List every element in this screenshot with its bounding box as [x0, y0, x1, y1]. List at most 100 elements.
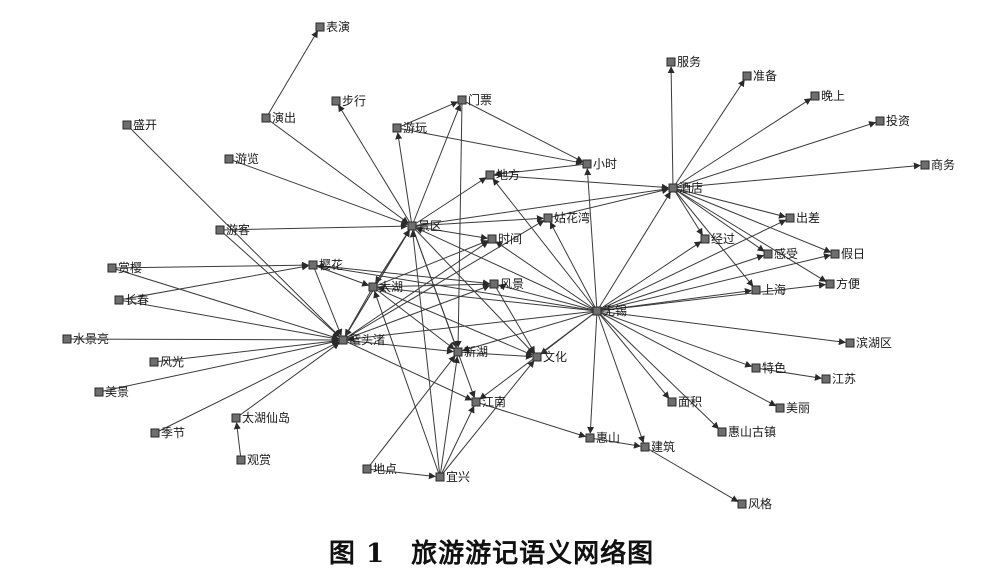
edge-jiudian-shangwu	[672, 162, 921, 189]
node-marker	[487, 234, 497, 244]
node-marker	[668, 183, 678, 193]
edge-taihu-fengjing	[372, 280, 490, 288]
node-chenggan: 感受	[763, 246, 798, 261]
edge-yuantouzhu-fengjing	[342, 284, 491, 341]
node-label: 赏樱	[118, 260, 142, 275]
node-label: 面积	[678, 395, 702, 409]
node-marker	[485, 170, 495, 180]
edge-wuxi-huishan	[587, 310, 598, 434]
edge-jiudian-fangbian	[672, 187, 827, 282]
node-label: 景区	[418, 219, 442, 233]
semantic-network-graph: 表演服务准备晚上投资商务步行门票演出盛开游玩小时游览地方酒店景区姑花湾出差游客时…	[62, 19, 955, 511]
node-guhuawan: 姑花湾	[543, 210, 590, 225]
edge-wuxi-jingqu	[415, 227, 598, 312]
edge-wuxi-jiudian	[596, 191, 671, 312]
node-label: 江苏	[832, 372, 856, 386]
edge-didian-xinhu	[366, 355, 456, 470]
edge-jingqu-wenhua	[411, 225, 535, 355]
figure-number: 图 1	[328, 539, 386, 569]
edge-jiudian-fuwu	[667, 66, 675, 189]
edge-jingqu-difang	[411, 177, 487, 227]
edge-wuxi-jiari	[596, 253, 831, 312]
node-label: 文化	[543, 349, 567, 364]
edge-guhuawan-jiudian	[547, 187, 669, 219]
edge-jingqu-guhuawan	[411, 215, 544, 227]
node-label: 长春	[125, 293, 149, 307]
node-huishanguzhen: 惠山古镇	[717, 424, 776, 439]
edge-youwan-xiaoshi	[396, 127, 583, 166]
node-marker	[543, 213, 553, 223]
node-marker	[667, 397, 677, 407]
node-label: 游客	[226, 222, 250, 237]
node-taihuxiandao: 太湖仙岛	[231, 410, 290, 425]
node-jijie: 季节	[150, 426, 185, 440]
node-marker	[585, 433, 595, 443]
edge-wuxi-fengjing	[497, 283, 598, 312]
node-label: 投资	[886, 113, 910, 128]
edge-jingqu-youwan	[395, 132, 413, 227]
edge-youlan-jingqu	[228, 158, 409, 226]
edge-wuxi-guhuawan	[549, 221, 598, 312]
node-youlan: 游览	[224, 151, 259, 166]
figure-title: 旅游游记语义网络图	[411, 539, 655, 569]
node-label: 特色	[762, 360, 786, 375]
node-marker	[457, 95, 467, 105]
node-marker	[261, 113, 271, 123]
node-buxing: 步行	[331, 94, 366, 108]
node-label: 惠山古镇	[728, 424, 776, 439]
node-shuijing: 水景亮	[62, 331, 109, 346]
edge-difang-jiudian	[489, 174, 669, 191]
node-label: 表演	[326, 19, 350, 34]
edge-yanchu-biaoyan	[265, 30, 318, 119]
node-marker	[435, 472, 445, 482]
edge-wuxi-huishanguzhen	[596, 310, 720, 430]
edge-wuxi-shijian	[495, 241, 598, 312]
node-marker	[471, 397, 481, 407]
node-marker	[640, 442, 650, 452]
node-label: 出差	[796, 211, 820, 225]
node-marker	[582, 159, 592, 169]
edge-guanshang-taihuxiandao	[233, 422, 242, 461]
edge-jingqu-jiudian	[411, 186, 669, 227]
node-label: 晚上	[821, 89, 845, 103]
node-mianji: 面积	[667, 395, 702, 409]
node-shangwu: 商务	[920, 157, 955, 172]
edge-jingqu-menpiao	[411, 103, 462, 227]
node-huishan: 惠山	[585, 431, 620, 445]
node-marker	[215, 225, 225, 235]
edge-yinghua-fengjing	[312, 264, 490, 287]
node-marker	[331, 96, 341, 106]
node-marker	[717, 427, 727, 437]
node-binhuqu: 滨湖区	[845, 335, 892, 350]
node-taihu: 太湖	[368, 279, 403, 294]
edge-jijie-yuantouzhu	[154, 341, 340, 434]
edge-jiudian-touzi	[672, 121, 877, 189]
node-marker	[763, 249, 773, 259]
node-label: 美丽	[786, 401, 810, 415]
node-label: 经过	[711, 232, 735, 246]
node-label: 小时	[593, 157, 617, 171]
edge-changchun-yinghua	[118, 263, 309, 301]
node-marker	[751, 285, 761, 295]
edge-wuxi-mianji	[596, 310, 670, 399]
node-marker	[107, 263, 117, 273]
node-marker	[830, 249, 840, 259]
node-label: 演出	[272, 110, 296, 125]
node-marker	[308, 260, 318, 270]
node-marker	[875, 116, 885, 126]
node-marker	[368, 282, 378, 292]
node-wanshang: 晚上	[810, 89, 845, 103]
node-marker	[592, 306, 602, 316]
node-shengkai: 盛开	[122, 117, 157, 132]
edge-changchun-yuantouzhu	[118, 299, 339, 342]
node-label: 宜兴	[446, 469, 470, 484]
node-didian: 地点	[362, 462, 397, 476]
edge-yanchu-jingqu	[265, 117, 409, 224]
edge-jingqu-buxing	[338, 104, 413, 227]
node-xinhu: 新湖	[453, 344, 488, 359]
node-fengjing: 风景	[489, 277, 524, 291]
node-changchun: 长春	[114, 293, 149, 307]
node-chuchai: 出差	[785, 211, 820, 225]
edge-wuxi-chenggan	[596, 254, 765, 312]
edge-yuantouzhu-guhuawan	[342, 220, 545, 341]
